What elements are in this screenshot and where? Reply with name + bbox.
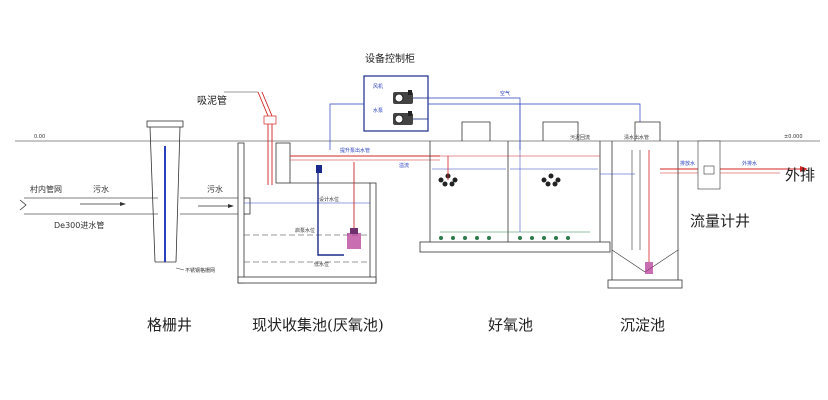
aerobic-tank [419, 121, 611, 253]
overflow-label: 溢流 [399, 162, 409, 169]
ground-level-left: 0.00 [34, 134, 45, 140]
sludge-pump-icon [645, 262, 653, 274]
design-water-level: 设计水位 [319, 196, 339, 203]
flow-meter-well [697, 140, 721, 190]
sludge-return-label: 污泥回流 [570, 134, 590, 141]
sedimentation-tank-name: 沉淀池 [620, 316, 665, 334]
air-label: 空气 [500, 90, 510, 97]
control-line-pump [329, 103, 364, 150]
air-supply-line [428, 97, 521, 150]
aeration-bubbles-2 [541, 173, 561, 187]
aerobic-tank-name: 好氧池 [488, 316, 533, 334]
lift-pump-riser [317, 171, 344, 256]
control-cabinet-title: 设备控制柜 [365, 52, 415, 65]
lift-pump-icon [347, 228, 361, 249]
outlet-label: 外排 [785, 166, 815, 184]
collection-tank-name: 现状收集池(厌氧池) [252, 316, 384, 334]
flow-meter-name: 流量计井 [690, 212, 750, 230]
blower-icon [393, 90, 413, 104]
control-line-right [428, 103, 641, 122]
inlet-sewage-label: 污水 [93, 184, 109, 194]
discharge-out-label: 外排水 [742, 160, 757, 167]
lift-pipe-label: 提升泵出水管 [340, 147, 370, 154]
sludge-pipe-label: 吸泥管 [197, 94, 227, 107]
collection-tank [237, 142, 377, 284]
low-water-level: 低水位 [314, 261, 329, 268]
pump-start-level: 启泵水位 [295, 227, 315, 234]
outlet-arrow [800, 166, 808, 172]
screen-out-arrow [228, 204, 234, 208]
sludge-pipe [257, 91, 269, 185]
aeration-diffusers [439, 236, 570, 240]
clear-water-label: 清水出水管 [624, 134, 649, 141]
village-pipe-label: 村内管网 [30, 184, 62, 194]
grid-note: 不锈钢格栅网 [185, 267, 215, 274]
inlet-break-symbol [19, 199, 27, 211]
cabinet-fan-label: 风机 [373, 83, 383, 90]
cabinet-pump-label: 水泵 [373, 107, 383, 114]
sedimentation-tank [607, 121, 683, 289]
pump-motor-icon [393, 111, 413, 125]
discharge-in-label: 排放水 [680, 160, 695, 167]
screen-sewage-label: 污水 [207, 184, 223, 194]
screen-well-name: 格栅井 [147, 316, 192, 334]
aeration-bubbles-1 [438, 173, 458, 187]
inlet-pipe-spec: De300进水管 [54, 220, 104, 230]
screen-well [146, 120, 184, 263]
inlet-arrow [120, 202, 126, 206]
ground-level-right: ±0.000 [784, 134, 803, 140]
